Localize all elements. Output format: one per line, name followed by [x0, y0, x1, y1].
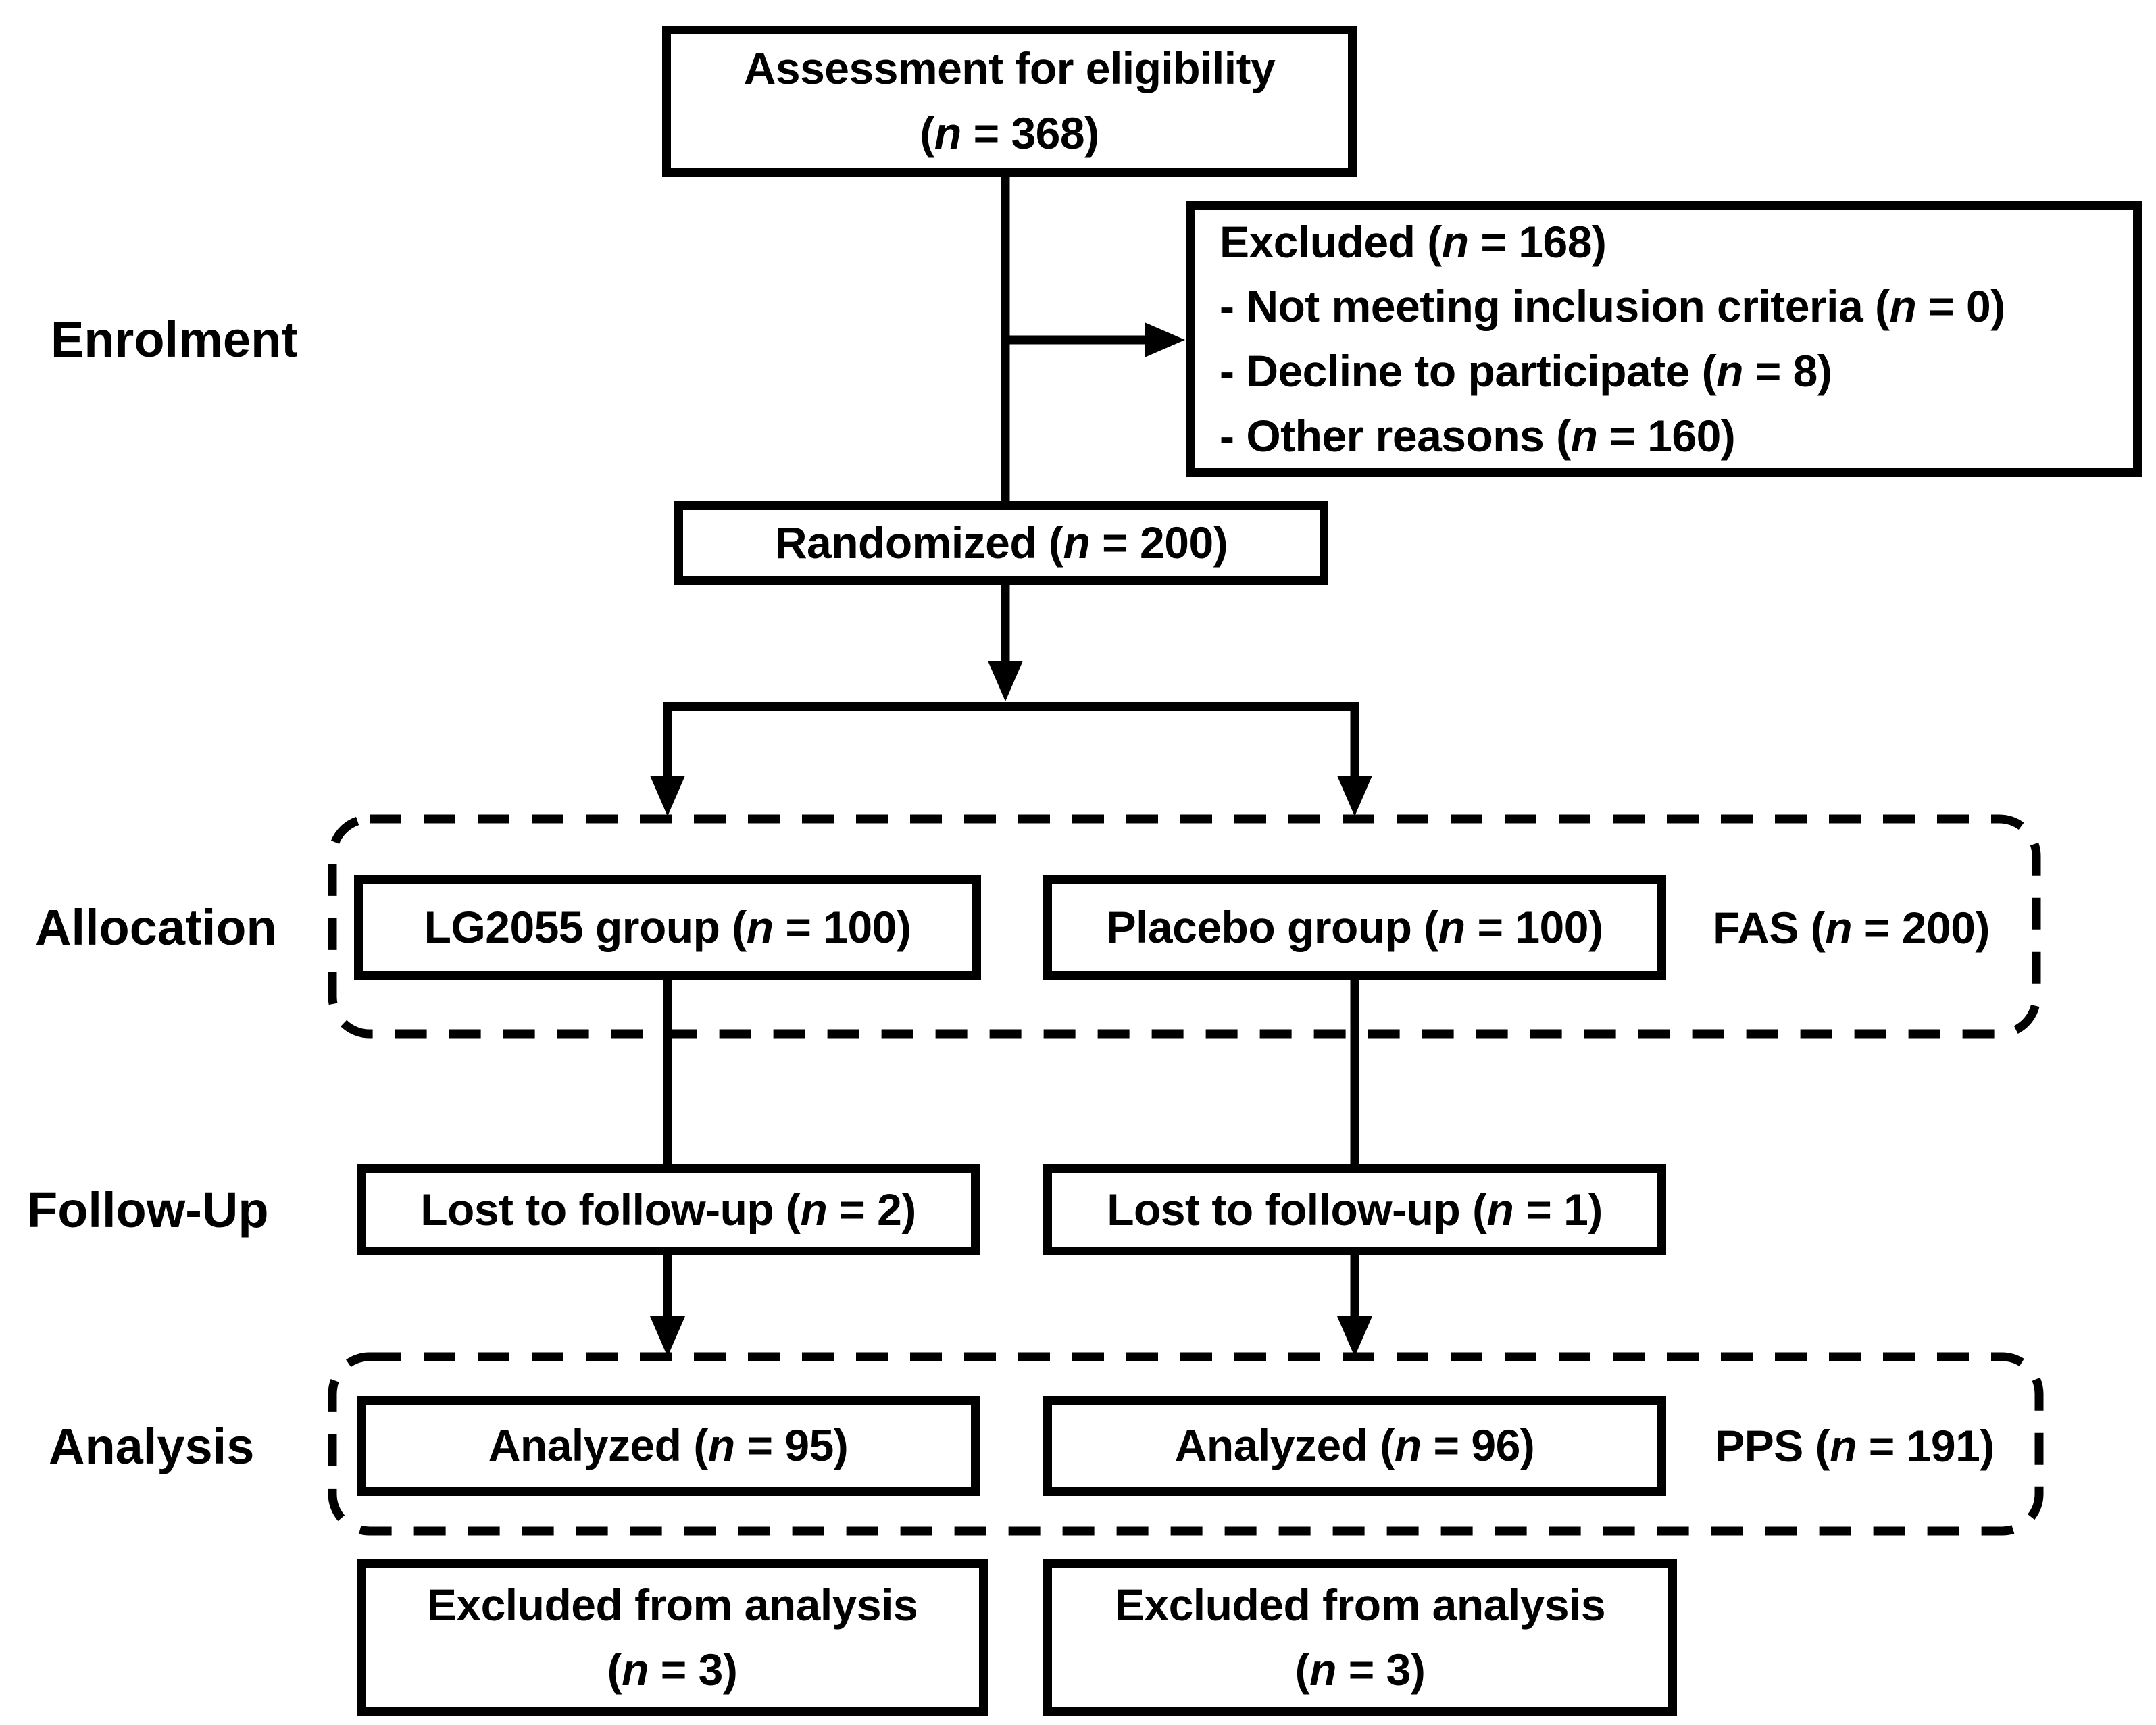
- randomized-box: Randomized (n = 200): [674, 501, 1328, 585]
- excluded-box: Excluded (n = 168)- Not meeting inclusio…: [1186, 201, 2142, 477]
- placebo-analysis-arrowhead: [1337, 1316, 1372, 1357]
- placebo-group-box: Placebo group (n = 100): [1043, 875, 1666, 980]
- placebo-allocation-arrowhead: [1337, 776, 1372, 816]
- stage-label-followup: Follow-Up: [27, 1182, 269, 1238]
- excluded-arrowhead: [1145, 322, 1185, 357]
- lg2055-group-box: LG2055 group (n = 100): [354, 875, 981, 980]
- analyzed-lg-box: Analyzed (n = 95): [357, 1396, 980, 1496]
- lost-to-followup-lg-box: Lost to follow-up (n = 2): [357, 1164, 980, 1255]
- assessment-eligibility-box: Assessment for eligibility(n = 368): [662, 26, 1357, 177]
- stage-label-enrolment: Enrolment: [51, 311, 298, 368]
- analyzed-placebo-box: Analyzed (n = 96): [1043, 1396, 1666, 1496]
- pps-count-label: PPS (n = 191): [1715, 1421, 1995, 1471]
- fas-count-label: FAS (n = 200): [1713, 902, 1990, 953]
- stage-label-analysis: Analysis: [49, 1418, 255, 1474]
- pps-dashed-box: [328, 1352, 2044, 1536]
- lg-allocation-arrowhead: [650, 776, 685, 816]
- stage-label-allocation: Allocation: [35, 899, 277, 955]
- excluded-from-analysis-lg-box: Excluded from analysis(n = 3): [357, 1559, 988, 1716]
- randomized-arrowhead: [988, 661, 1023, 701]
- fas-dashed-box: [328, 814, 2041, 1039]
- lost-to-followup-placebo-box: Lost to follow-up (n = 1): [1043, 1164, 1666, 1255]
- excluded-from-analysis-placebo-box: Excluded from analysis(n = 3): [1043, 1559, 1677, 1716]
- lg-analysis-arrowhead: [650, 1316, 685, 1357]
